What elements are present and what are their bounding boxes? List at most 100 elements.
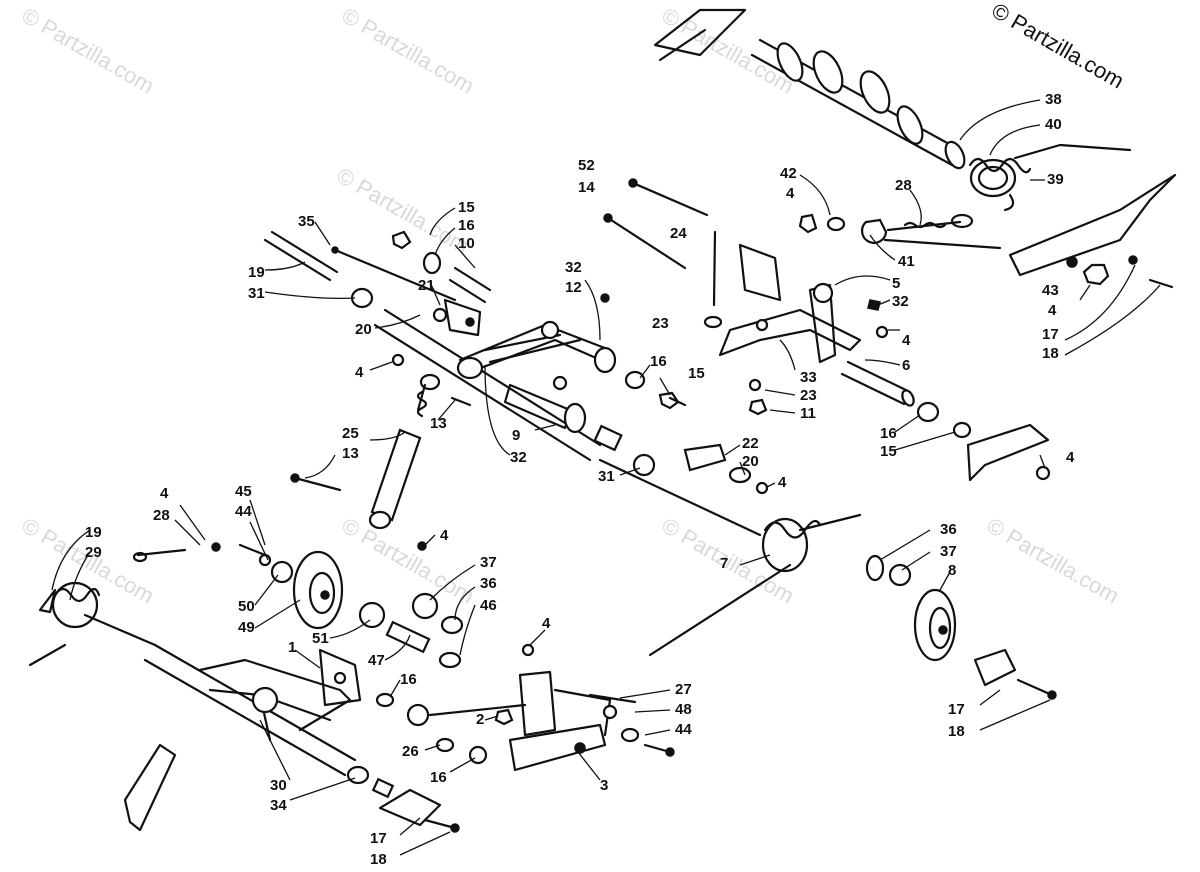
callout-16: 16	[400, 671, 417, 688]
watermark: © Partzilla.com	[338, 513, 479, 609]
callout-46: 46	[480, 597, 497, 614]
callout-12: 12	[565, 279, 582, 296]
callout-3: 3	[600, 777, 608, 794]
callout-51: 51	[312, 630, 329, 647]
callout-14: 14	[578, 179, 595, 196]
callout-50: 50	[238, 598, 255, 615]
torsion-spring-left	[28, 542, 221, 667]
callout-33: 33	[800, 369, 817, 386]
callout-4: 4	[355, 364, 364, 381]
callout-30: 30	[270, 777, 287, 794]
callout-44: 44	[675, 721, 692, 738]
callout-17: 17	[1042, 326, 1059, 343]
watermark-layer: © Partzilla.com © Partzilla.com © Partzi…	[18, 3, 1124, 609]
callout-23: 23	[652, 315, 669, 332]
callout-16: 16	[430, 769, 447, 786]
callout-48: 48	[675, 701, 692, 718]
callout-32: 32	[510, 449, 527, 466]
long-bolts	[603, 178, 709, 270]
callout-17: 17	[370, 830, 387, 847]
callout-38: 38	[1045, 91, 1062, 108]
callout-20: 20	[742, 453, 759, 470]
callout-13: 13	[430, 415, 447, 432]
callout-28: 28	[153, 507, 170, 524]
callout-52: 52	[578, 157, 595, 174]
watermark: © Partzilla.com	[983, 513, 1124, 609]
rear-arm	[123, 643, 675, 833]
torsion-spring-center	[598, 458, 862, 657]
callout-18: 18	[370, 851, 387, 868]
callout-26: 26	[402, 743, 419, 760]
callout-29: 29	[85, 544, 102, 561]
callout-42: 42	[780, 165, 797, 182]
callout-34: 34	[270, 797, 287, 814]
callout-31: 31	[598, 468, 615, 485]
callout-19: 19	[248, 264, 265, 281]
callout-49: 49	[238, 619, 255, 636]
shock-absorber	[290, 353, 472, 551]
callout-40: 40	[1045, 116, 1062, 133]
callout-37: 37	[940, 543, 957, 560]
callout-10: 10	[458, 235, 475, 252]
callout-8: 8	[948, 562, 956, 579]
callout-4: 4	[786, 185, 795, 202]
callout-15: 15	[688, 365, 705, 382]
callout-5: 5	[892, 275, 900, 292]
callout-43: 43	[1042, 282, 1059, 299]
right-linkage	[703, 213, 1051, 482]
callout-11: 11	[800, 405, 816, 422]
callout-labels: 38 40 39 42 4 28 41 43 4 17 18 52 14 24 …	[85, 91, 1075, 868]
callout-32: 32	[892, 293, 909, 310]
callout-41: 41	[898, 253, 915, 270]
callout-20: 20	[355, 321, 372, 338]
callout-16: 16	[650, 353, 667, 370]
idler-wheel-right	[865, 554, 1057, 700]
callout-4: 4	[542, 615, 551, 632]
callout-9: 9	[512, 427, 520, 444]
leader-lines	[51, 99, 1161, 856]
callout-18: 18	[948, 723, 965, 740]
callout-25: 25	[342, 425, 359, 442]
callout-27: 27	[675, 681, 692, 698]
callout-16: 16	[458, 217, 475, 234]
callout-24: 24	[670, 225, 687, 242]
callout-22: 22	[742, 435, 759, 452]
rear-shaft-assembly	[653, 8, 1177, 289]
callout-4: 4	[440, 527, 449, 544]
callout-45: 45	[235, 483, 252, 500]
copyright-notice: © Partzilla.com	[988, 0, 1129, 93]
callout-47: 47	[368, 652, 385, 669]
callout-37: 37	[480, 554, 497, 571]
callout-16: 16	[880, 425, 897, 442]
watermark: © Partzilla.com	[338, 3, 479, 99]
callout-35: 35	[298, 213, 315, 230]
callout-21: 21	[418, 277, 435, 294]
callout-4: 4	[902, 332, 911, 349]
callout-15: 15	[458, 199, 475, 216]
callout-2: 2	[476, 711, 484, 728]
callout-36: 36	[940, 521, 957, 538]
callout-28: 28	[895, 177, 912, 194]
callout-17: 17	[948, 701, 965, 718]
callout-39: 39	[1047, 171, 1064, 188]
callout-7: 7	[720, 555, 728, 572]
callout-44: 44	[235, 503, 252, 520]
callout-31: 31	[248, 285, 265, 302]
front-arm	[263, 230, 769, 495]
callout-13: 13	[342, 445, 359, 462]
idler-wheel-left	[238, 543, 464, 669]
watermark: © Partzilla.com	[18, 3, 159, 99]
callout-4: 4	[1048, 302, 1057, 319]
callout-6: 6	[902, 357, 910, 374]
callout-32: 32	[565, 259, 582, 276]
callout-1: 1	[288, 639, 296, 656]
callout-36: 36	[480, 575, 497, 592]
callout-15: 15	[880, 443, 897, 460]
callout-4: 4	[160, 485, 169, 502]
callout-23: 23	[800, 387, 817, 404]
callout-4: 4	[1066, 449, 1075, 466]
callout-19: 19	[85, 524, 102, 541]
callout-18: 18	[1042, 345, 1059, 362]
